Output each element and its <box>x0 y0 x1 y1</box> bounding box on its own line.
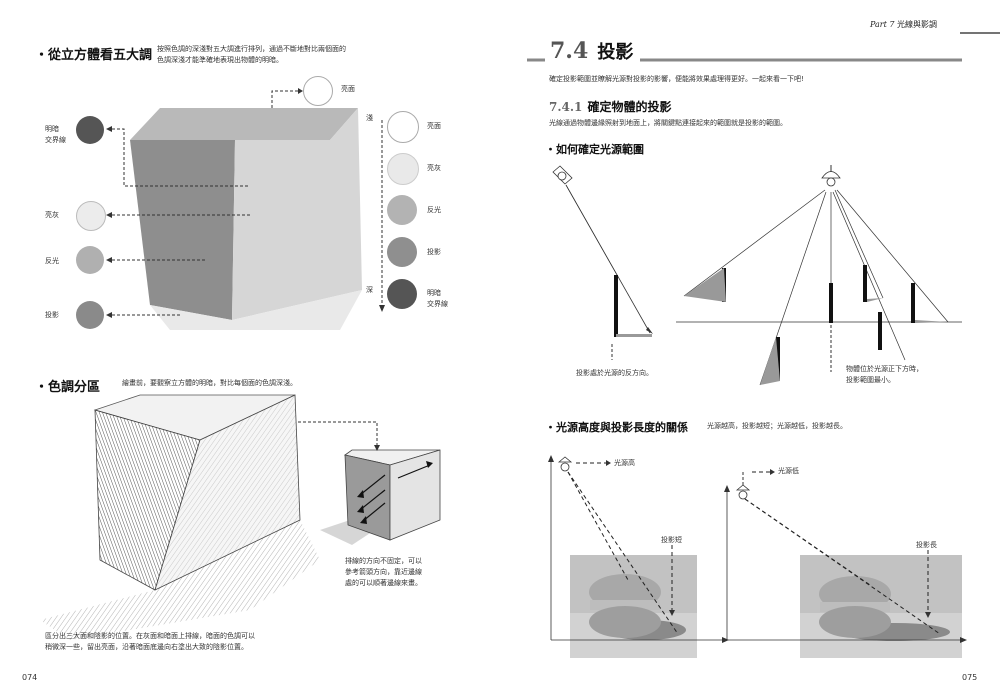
page-number-right: 075 <box>962 673 977 682</box>
label-shadow-short: 投影短 <box>661 535 682 546</box>
lamp-icon-low <box>737 485 749 499</box>
lamp-icon-high <box>559 457 571 471</box>
label-shadow-long: 投影長 <box>916 540 937 551</box>
label-light-high: 光源高 <box>614 458 635 469</box>
label-light-low: 光源低 <box>778 466 799 477</box>
